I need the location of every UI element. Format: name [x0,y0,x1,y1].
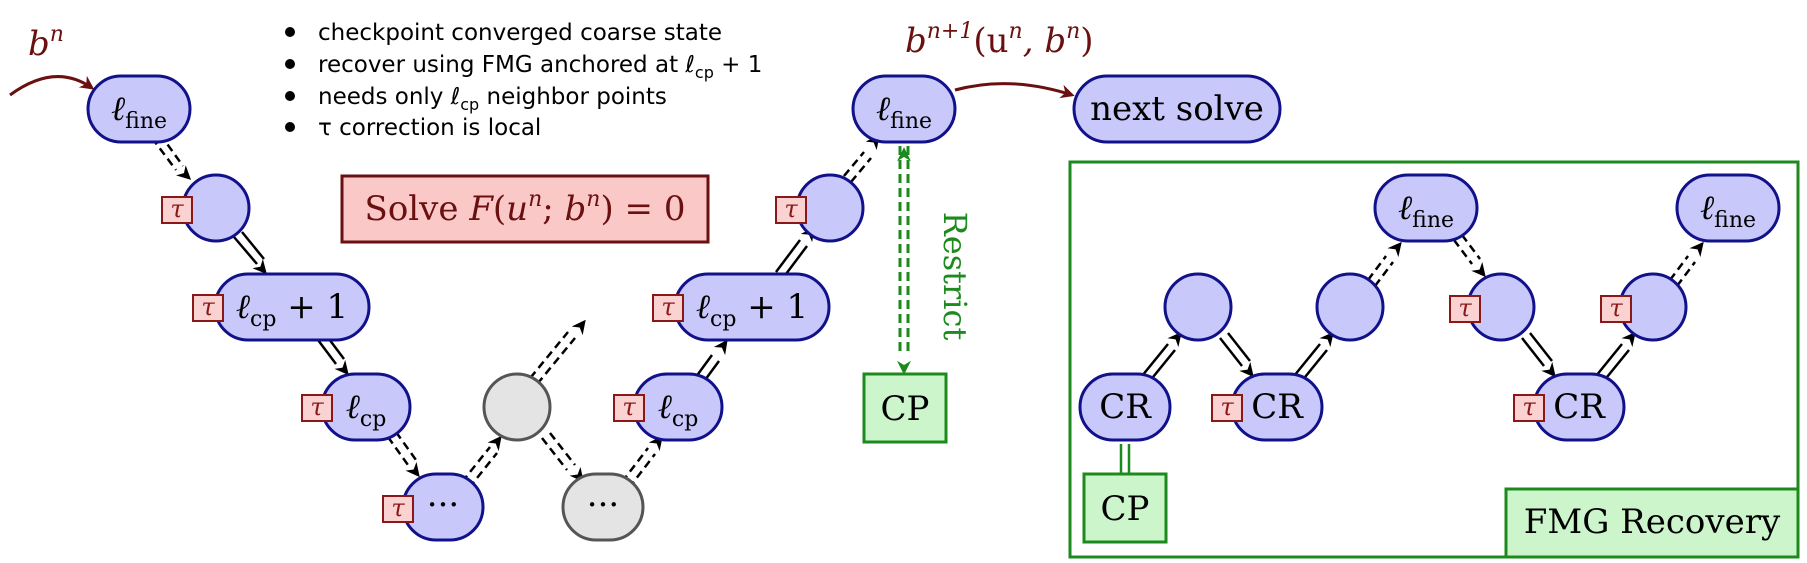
tau-box: τ [652,293,684,322]
fmg-cr-node-1: CR [1078,372,1172,442]
svg-text:CR: CR [1099,387,1152,427]
svg-text:τ: τ [170,195,184,223]
svg-text:ℓfine: ℓfine [111,89,167,134]
next-solve-node: next solve [1072,74,1282,144]
bullet-dot [285,122,295,132]
node-fine-left: ℓfine [86,74,192,144]
input-curve [9,75,95,97]
bullet-dot [285,27,295,37]
svg-text:ℓfine: ℓfine [876,89,932,134]
tau-box: τ [1211,393,1243,422]
tau-box: τ [775,195,807,224]
edge-gray-to-gray-dots [541,432,584,483]
svg-text:τ: τ [1522,393,1536,421]
fmg-edges [1119,234,1704,474]
tau-box: τ [613,393,645,422]
edge-lcp-to-dots [386,431,420,478]
restrict-label: Restrict [936,212,974,341]
svg-text:ℓcp: ℓcp [346,387,387,432]
svg-text:ℓcp + 1: ℓcp + 1 [696,287,808,332]
svg-text:τ: τ [391,494,405,522]
svg-text:CP: CP [881,389,930,429]
restrict-arrow [897,146,911,375]
svg-text:ℓfine: ℓfine [1700,188,1756,233]
bullet-item-2: recover using FMG anchored at ℓcp + 1 [318,52,762,82]
svg-text:···: ··· [427,485,459,525]
bullet-list: checkpoint converged coarse state recove… [285,20,762,141]
bullet-item-4: τ correction is local [318,115,541,141]
solve-box [340,174,710,244]
svg-text:ℓfine: ℓfine [1398,188,1454,233]
output-label: bn+1(un, bn) [905,19,1094,61]
tau-box: τ [1449,294,1481,323]
fmg-cr-node-3: CR [1532,372,1626,442]
svg-text:ℓcp + 1: ℓcp + 1 [236,287,348,332]
input-label: bn [28,22,64,64]
bullet-item-3: needs only ℓcp neighbor points [318,84,667,114]
bullet-dot [285,59,295,69]
node-lcp-right: ℓcp [632,372,724,442]
svg-text:ℓcp: ℓcp [658,387,699,432]
tau-box: τ [1600,294,1632,323]
svg-text:CR: CR [1251,387,1304,427]
tau-box: τ [382,494,414,523]
tau-box: τ [301,393,333,422]
svg-text:τ: τ [1458,294,1472,322]
fmg-cp-box: CP [1082,472,1168,544]
node-lcp1-right: ℓcp + 1 [673,272,831,342]
cp-box-main: CP [862,372,948,444]
edge-level2-to-fine-right [843,134,880,183]
svg-text:CR: CR [1553,387,1606,427]
node-fine-right: ℓfine [851,74,957,144]
bullet-item-1: checkpoint converged coarse state [318,20,722,46]
fmg-node-b [1315,272,1385,342]
connections [9,75,1704,489]
output-curve [954,82,1075,99]
fmg-recovery-label-box [1504,487,1800,559]
edge-level2-to-lcp1 [233,231,267,275]
node-lcp-left: ℓcp [320,372,412,442]
svg-text:τ: τ [784,195,798,223]
svg-text:τ: τ [622,393,636,421]
fmg-fine-node-2: ℓfine [1675,173,1781,243]
fmg-recovery-frame [1068,160,1800,559]
svg-text:τ: τ [1609,294,1623,322]
tau-box: τ [1513,393,1545,422]
fmg-recovery-label: FMG Recovery [1524,502,1781,542]
fmg-cr-node-2: CR [1230,372,1324,442]
bullet-dot [285,91,295,101]
tau-box: τ [192,293,224,322]
svg-text:CP: CP [1101,489,1150,529]
node-dots-left: ··· [401,472,485,542]
edge-lcp1-to-level2-right [775,226,815,279]
svg-text:τ: τ [661,293,675,321]
gray-dots-node: ··· [561,472,645,542]
svg-text:τ: τ [310,393,324,421]
gray-node [482,372,552,442]
svg-text:next solve: next solve [1090,89,1264,129]
svg-text:τ: τ [201,293,215,321]
node-lcp1-left: ℓcp + 1 [213,272,371,342]
solve-equation: Solve F(un; bn) = 0 [365,187,686,229]
fmg-fine-node-1: ℓfine [1373,173,1479,243]
tau-box: τ [161,195,193,224]
svg-text:τ: τ [1220,393,1234,421]
svg-text:···: ··· [587,485,619,525]
fmg-node-a [1163,272,1233,342]
